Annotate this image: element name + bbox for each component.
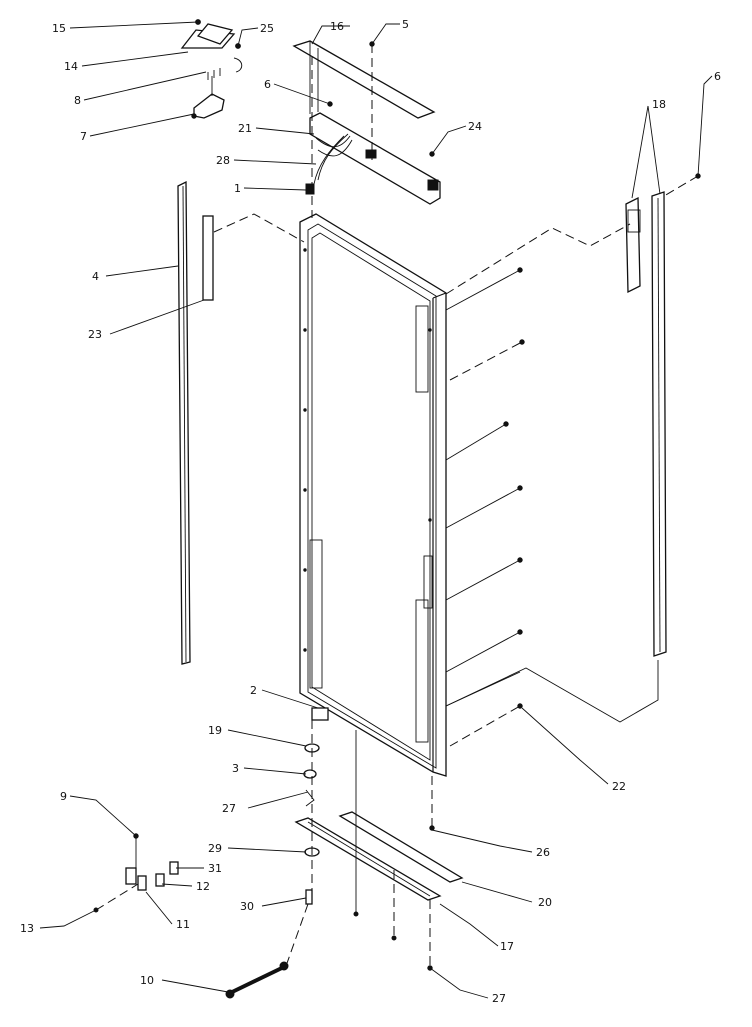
left-gasket-strip-4 — [177, 180, 191, 665]
hinge-assembly-top-left — [180, 19, 243, 119]
top-trim-16 — [292, 40, 436, 119]
callout-6b: 6 — [714, 70, 721, 83]
bracket-23 — [202, 215, 214, 301]
callout-5: 5 — [402, 18, 409, 31]
callout-15: 15 — [52, 22, 66, 35]
callout-24: 24 — [468, 120, 482, 133]
callout-8: 8 — [74, 94, 81, 107]
callout-28: 28 — [216, 154, 230, 167]
callout-11: 11 — [176, 918, 190, 931]
callout-22: 22 — [612, 780, 626, 793]
callout-25: 25 — [260, 22, 274, 35]
bottom-rail-17-20 — [294, 811, 464, 901]
callout-2: 2 — [250, 684, 257, 697]
callout-26: 26 — [536, 846, 550, 859]
door-panel — [299, 213, 447, 777]
callout-20: 20 — [538, 896, 552, 909]
callout-19: 19 — [208, 724, 222, 737]
callout-29: 29 — [208, 842, 222, 855]
callout-31: 31 — [208, 862, 222, 875]
callout-labels: 15 14 25 8 7 16 5 6 21 24 28 1 18 6 4 23… — [20, 18, 721, 1005]
callout-27a: 27 — [222, 802, 236, 815]
leader-lines — [39, 21, 713, 999]
callout-17: 17 — [500, 940, 514, 953]
callout-13: 13 — [20, 922, 34, 935]
callout-1: 1 — [234, 182, 241, 195]
callout-9: 9 — [60, 790, 67, 803]
callout-12: 12 — [196, 880, 210, 893]
callout-7: 7 — [80, 130, 87, 143]
callout-4: 4 — [92, 270, 99, 283]
callout-21: 21 — [238, 122, 252, 135]
callout-10: 10 — [140, 974, 154, 987]
callout-30: 30 — [240, 900, 254, 913]
callout-23: 23 — [88, 328, 102, 341]
callout-14: 14 — [64, 60, 78, 73]
callout-18: 18 — [652, 98, 666, 111]
callout-3: 3 — [232, 762, 239, 775]
top-rail-21 — [305, 112, 441, 205]
callout-16: 16 — [330, 20, 344, 33]
callout-27b: 27 — [492, 992, 506, 1005]
right-strip-assembly-18 — [625, 173, 701, 657]
assembly-lines — [95, 44, 699, 968]
callout-6: 6 — [264, 78, 271, 91]
